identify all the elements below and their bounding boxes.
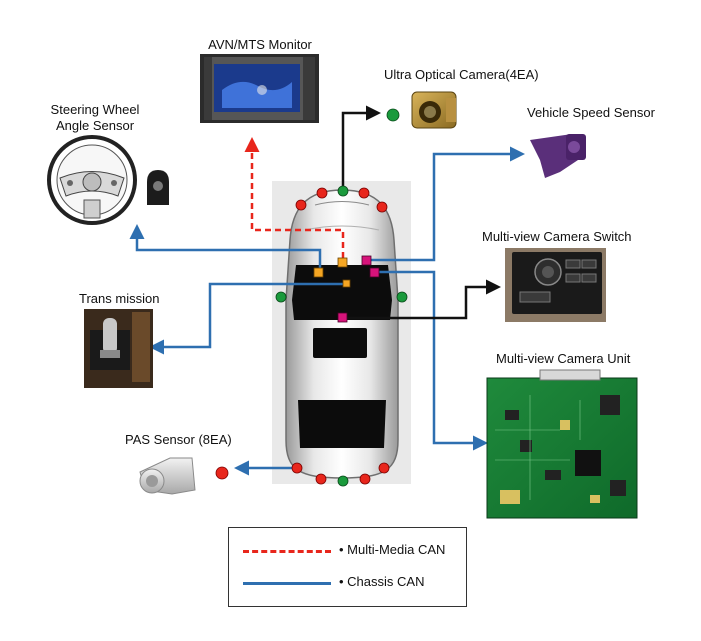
legend-row-multimedia: • Multi-Media CAN [229, 541, 466, 561]
label-mv-unit: Multi-view Camera Unit [496, 351, 631, 366]
sensor-dot [295, 199, 307, 211]
sensor-dot [358, 187, 370, 199]
sensor-dot [337, 475, 349, 487]
legend-line-solid [243, 582, 331, 585]
ecu-node-magenta [361, 255, 372, 266]
sensor-dot [275, 291, 287, 303]
camera-switch-link [342, 279, 501, 320]
sensor-dot [359, 473, 371, 485]
label-steering-line2: Angle Sensor [55, 118, 135, 133]
chassis-can-camera-unit [376, 270, 488, 451]
sensor-dots [275, 185, 408, 487]
avn-monitor-image [200, 54, 319, 123]
legend-line-dashed [243, 550, 331, 553]
sensor-dot [378, 462, 390, 474]
label-mv-switch: Multi-view Camera Switch [482, 229, 632, 244]
chassis-can-steering [129, 224, 322, 270]
label-pas-sensor: PAS Sensor (8EA) [125, 432, 232, 447]
camera-switch-image [505, 248, 606, 322]
label-steering-line1: Steering Wheel [50, 102, 140, 117]
label-avn-monitor: AVN/MTS Monitor [208, 37, 312, 52]
camera-indicator-dot [386, 108, 400, 122]
label-ultra-camera: Ultra Optical Camera(4EA) [384, 67, 539, 82]
ecu-node-magenta [369, 267, 380, 278]
legend: • Multi-Media CAN • Chassis CAN [228, 527, 467, 607]
legend-label-chassis: • Chassis CAN [339, 574, 425, 589]
vehicle-speed-sensor-image [530, 134, 586, 178]
legend-label-multimedia: • Multi-Media CAN [339, 542, 446, 557]
chassis-can-speed [368, 146, 525, 262]
ecu-node-orange [313, 267, 324, 278]
angle-sensor-image [147, 170, 169, 205]
sensor-dot [315, 473, 327, 485]
camera-unit-image [486, 369, 638, 519]
ecu-nodes [313, 255, 380, 323]
camera-link-front [341, 105, 381, 190]
ecu-node-magenta [337, 312, 348, 323]
chassis-can-transmission [149, 282, 346, 355]
sensor-dot [396, 291, 408, 303]
ecu-node-orange [337, 257, 348, 268]
multimedia-can-line [244, 137, 345, 258]
sensor-dot [291, 462, 303, 474]
pas-indicator-dot [215, 466, 229, 480]
label-transmission: Trans mission [79, 291, 160, 306]
sensor-dot [376, 201, 388, 213]
label-vehicle-speed: Vehicle Speed Sensor [527, 105, 655, 120]
sensor-dot [316, 187, 328, 199]
ecu-node-orange [342, 279, 351, 288]
pas-sensor-image [139, 457, 229, 495]
legend-row-chassis: • Chassis CAN [229, 573, 466, 593]
sensor-dot [337, 185, 349, 197]
ultra-camera-image [386, 91, 457, 129]
steering-wheel-image [47, 135, 137, 225]
transmission-image [84, 309, 153, 388]
